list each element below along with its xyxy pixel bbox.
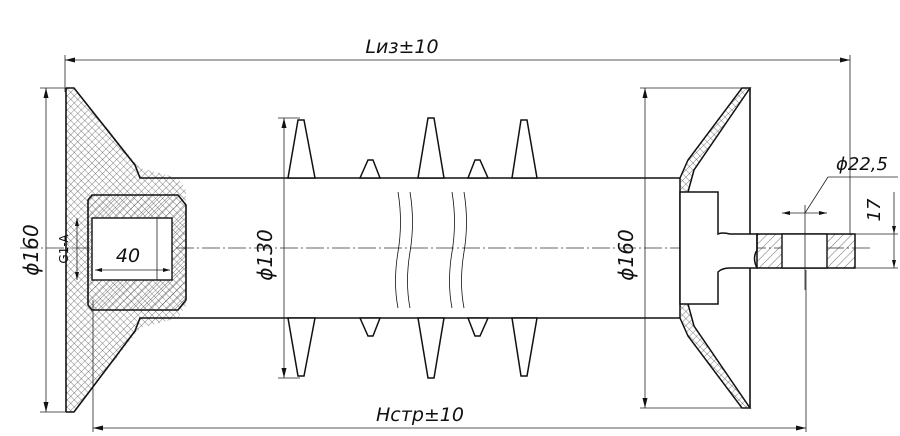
shed-diameter-dimension: ϕ130 bbox=[253, 117, 300, 379]
right-flange-diameter-dimension: ϕ160 bbox=[614, 87, 750, 409]
eye-hole-diameter-label: ϕ22,5 bbox=[836, 154, 888, 175]
thread-depth-label: 40 bbox=[116, 245, 140, 267]
small-shed-2 bbox=[466, 159, 490, 337]
construction-height-label: Нстр±10 bbox=[376, 404, 464, 426]
eye-thickness-dimension: 17 bbox=[855, 192, 898, 269]
right-end-fitting bbox=[679, 87, 856, 409]
right-flange-diameter-label: ϕ160 bbox=[614, 229, 638, 280]
overall-length-label: Lиз±10 bbox=[365, 36, 438, 58]
eye-thickness-label: 17 bbox=[864, 198, 885, 221]
eye-hole-diameter-dimension: ϕ22,5 bbox=[782, 154, 898, 215]
construction-height-dimension: Нстр±10 bbox=[92, 270, 807, 432]
large-shed-3 bbox=[511, 119, 538, 377]
left-end-fitting: 40 G1-A bbox=[57, 87, 187, 413]
thread-spec-label: G1-A bbox=[57, 234, 71, 264]
shed-diameter-label: ϕ130 bbox=[253, 229, 277, 280]
eye-hole bbox=[781, 233, 828, 269]
sheds bbox=[287, 117, 538, 379]
small-shed-1 bbox=[358, 159, 382, 337]
left-flange-diameter-label: ϕ160 bbox=[19, 224, 43, 275]
large-shed-2 bbox=[417, 117, 445, 379]
large-shed-1 bbox=[287, 119, 316, 377]
left-flange-diameter-dimension: ϕ160 bbox=[19, 87, 66, 413]
overall-length-dimension: Lиз±10 bbox=[64, 36, 851, 235]
